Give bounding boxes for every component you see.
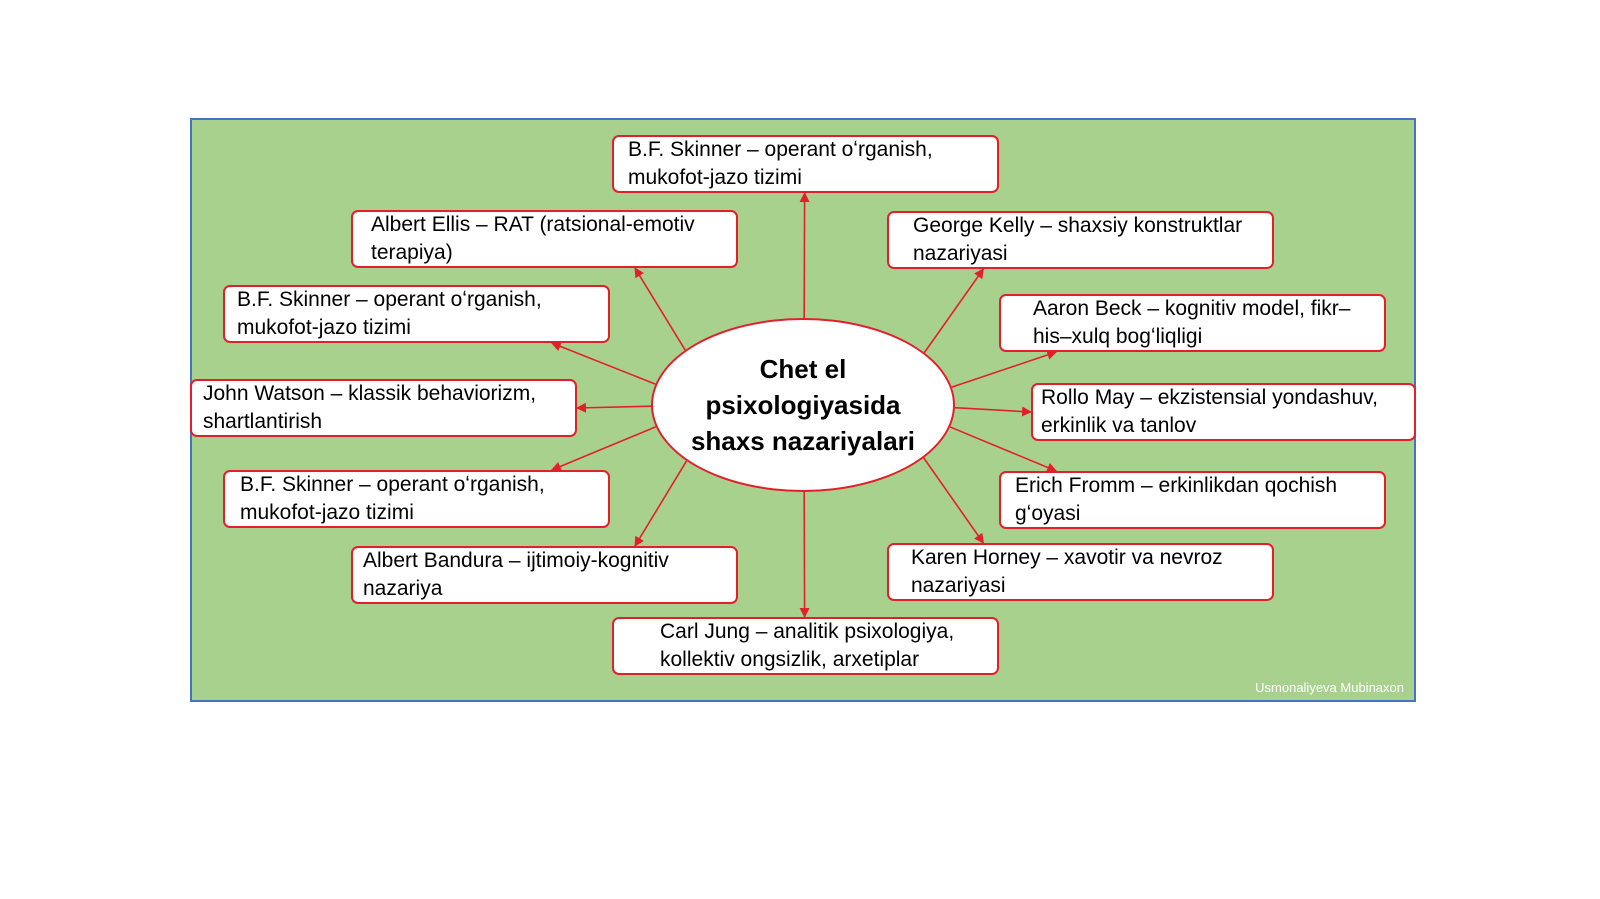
node-aaron-beck: Aaron Beck – kognitiv model, fikr– his–x… <box>999 294 1386 352</box>
node-skinner-left-lower: B.F. Skinner – operant oʻrganish, mukofo… <box>223 470 610 528</box>
node-karen-horney: Karen Horney – xavotir va nevroz nazariy… <box>887 543 1274 601</box>
author-credit: Usmonaliyeva Mubinaxon <box>1255 680 1404 695</box>
node-albert-ellis: Albert Ellis – RAT (ratsional-emotiv ter… <box>351 210 738 268</box>
central-topic: Chet el psixologiyasida shaxs nazariyala… <box>651 318 955 492</box>
node-skinner-left-upper: B.F. Skinner – operant oʻrganish, mukofo… <box>223 285 610 343</box>
node-carl-jung: Carl Jung – analitik psixologiya, kollek… <box>612 617 999 675</box>
node-rollo-may: Rollo May – ekzistensial yondashuv, erki… <box>1031 383 1416 441</box>
node-john-watson: John Watson – klassik behaviorizm, shart… <box>190 379 577 437</box>
node-erich-fromm: Erich Fromm – erkinlikdan qochish gʻoyas… <box>999 471 1386 529</box>
node-skinner-top: B.F. Skinner – operant oʻrganish, mukofo… <box>612 135 999 193</box>
node-george-kelly: George Kelly – shaxsiy konstruktlar naza… <box>887 211 1274 269</box>
node-albert-bandura: Albert Bandura – ijtimoiy-kognitiv nazar… <box>351 546 738 604</box>
